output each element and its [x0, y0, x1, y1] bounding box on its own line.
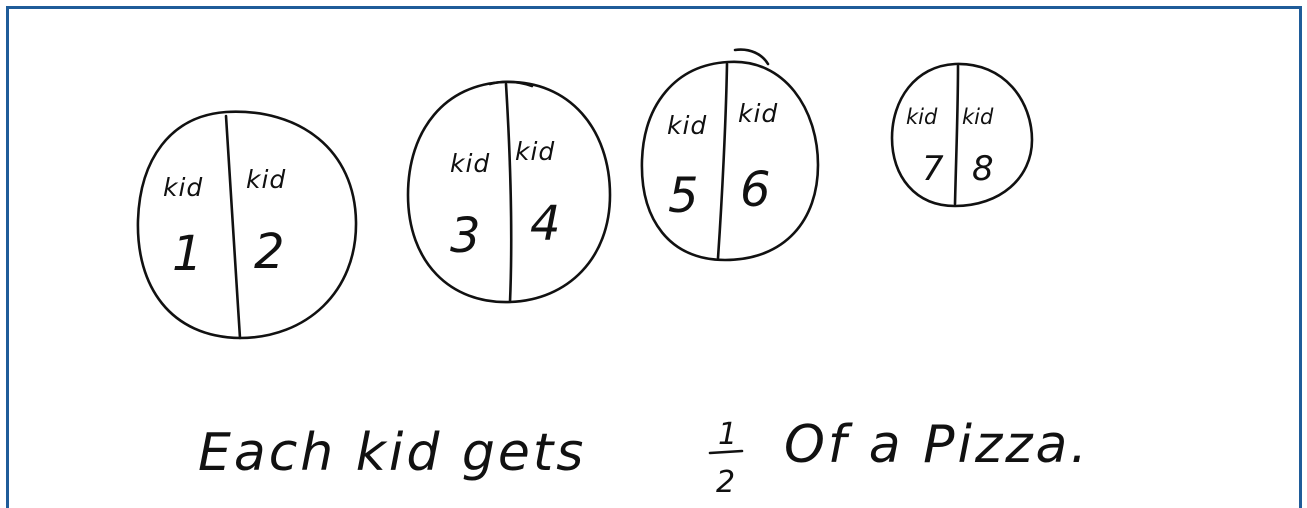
pizza-2: kid kid 3 4 [406, 80, 612, 304]
pizza-4-divider [953, 64, 960, 206]
pizza-4-right-label: kid [962, 105, 994, 129]
pizza-3-right-label: kid [738, 99, 778, 128]
pizza-2-divider [504, 82, 513, 304]
frame-border [6, 6, 1302, 508]
pizza-3-divider [716, 62, 729, 260]
pizza-1: kid kid 1 2 [136, 110, 358, 340]
fraction-bar [708, 449, 744, 455]
pizza-3-right-number: 6 [740, 162, 771, 218]
pizza-3-left-label: kid [667, 111, 707, 140]
pizza-3: kid kid 5 6 [640, 48, 820, 262]
pizza-1-left-label: kid [163, 173, 203, 202]
pizza-1-left-number: 1 [172, 226, 203, 282]
sentence-after-fraction: Of a Pizza. [784, 415, 1090, 475]
pizza-4-left-number: 7 [922, 149, 944, 189]
pizza-2-left-label: kid [450, 149, 490, 178]
pizza-1-right-number: 2 [254, 224, 285, 280]
pizza-4-outline [890, 62, 1034, 208]
pizza-1-outline [136, 110, 358, 340]
fraction-one-half: 1 2 [708, 417, 744, 500]
pizza-4-right-number: 8 [972, 149, 994, 189]
pizza-4-left-label: kid [906, 105, 938, 129]
pizza-2-outline-overlap [488, 80, 534, 88]
pizza-2-right-label: kid [515, 137, 555, 166]
pizza-1-right-label: kid [246, 165, 286, 194]
pizza-2-right-number: 4 [530, 196, 561, 252]
answer-sentence: Each kid gets 1 2 Of a Pizza. [198, 415, 1090, 500]
pizza-4: kid kid 7 8 [890, 62, 1034, 208]
fraction-numerator: 1 [718, 417, 737, 452]
sentence-before-fraction: Each kid gets [198, 423, 586, 483]
pizza-3-outline-overlap [733, 48, 770, 66]
pizza-3-left-number: 5 [668, 168, 699, 224]
pizza-2-left-number: 3 [450, 208, 481, 264]
pizza-1-divider [224, 114, 242, 340]
fraction-denominator: 2 [716, 465, 735, 500]
pizza-3-outline [640, 60, 820, 262]
